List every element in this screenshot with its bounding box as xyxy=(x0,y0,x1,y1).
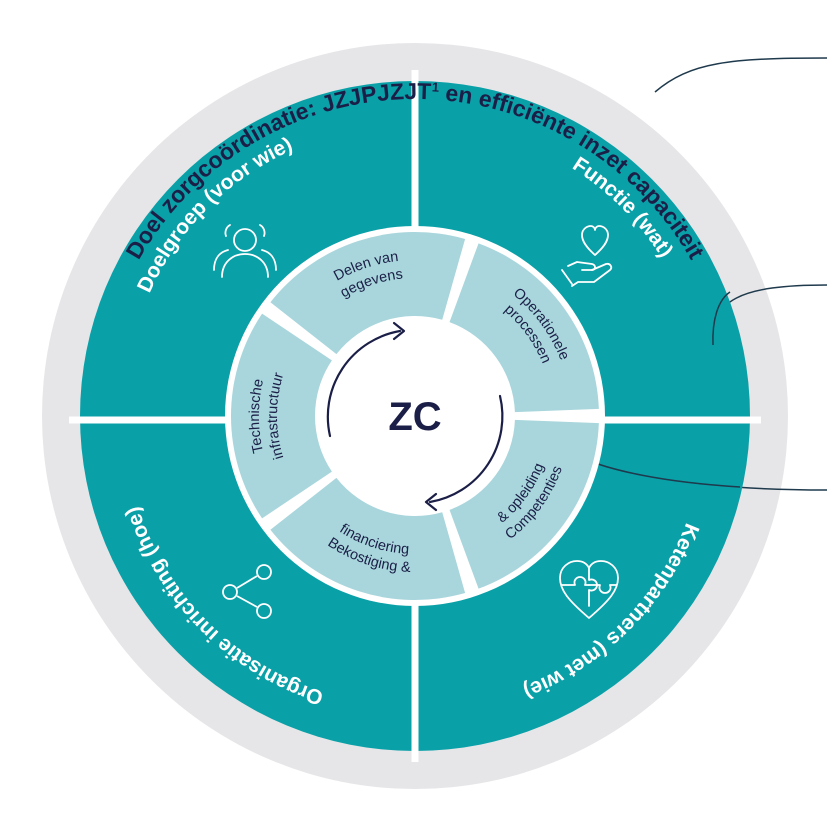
center-label: ZC xyxy=(388,395,441,439)
people-group-icon xyxy=(213,224,277,278)
center-circle xyxy=(325,326,505,506)
cycle-arrows xyxy=(326,321,504,512)
inner-ring-segment-competenties xyxy=(449,419,599,589)
network-nodes-icon xyxy=(222,564,272,619)
inner-ring-segment-bekostiging xyxy=(270,477,466,600)
inner-ring: Delen vangegevensOperationeleprocessenCo… xyxy=(230,232,599,600)
cycle-arrow-top xyxy=(326,329,402,438)
puzzle-heart-icon xyxy=(559,560,619,619)
connector-line-title xyxy=(654,57,827,93)
cycle-arrowhead-top xyxy=(392,321,406,341)
cycle-arrowhead-bottom xyxy=(424,492,438,512)
inner-ring-segment-operationeel xyxy=(449,243,599,413)
cycle-arrow-bottom xyxy=(428,394,504,504)
inner-ring-label-technische-line1: Technische xyxy=(247,377,267,454)
inner-ring-segment-technische xyxy=(230,313,332,519)
connector-line-functie-front xyxy=(712,291,731,346)
inner-ring-segment-delen xyxy=(270,232,466,355)
heart-in-hand-icon xyxy=(561,225,613,287)
